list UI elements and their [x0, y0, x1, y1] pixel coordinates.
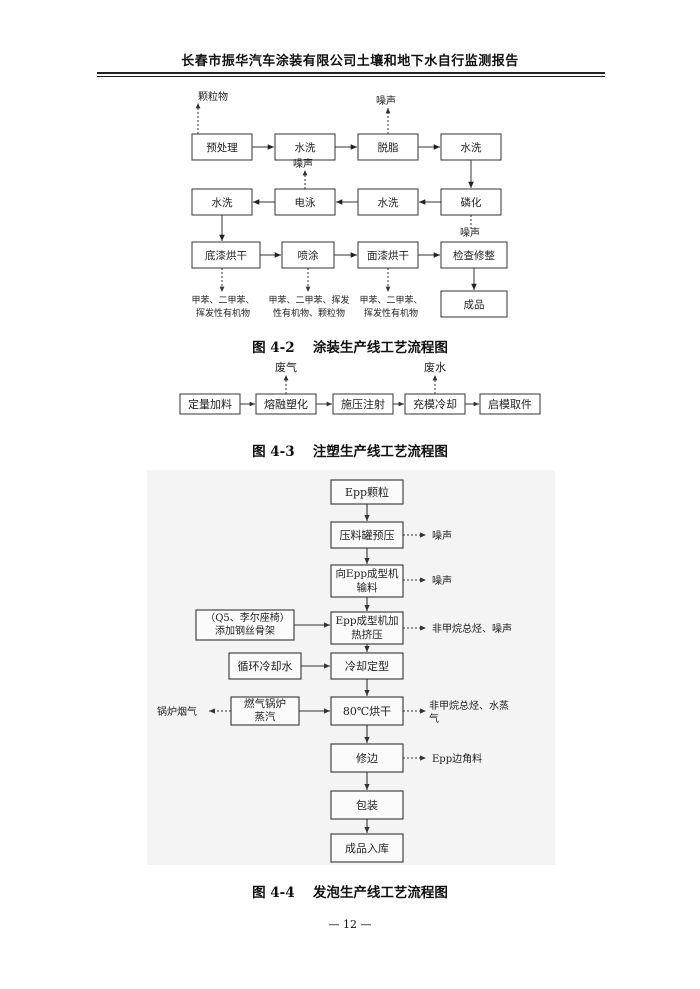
- header-rule-thin: [97, 76, 605, 77]
- figure-4-4-outputs: 噪声 噪声 非甲烷总烃、噪声 Epp边角料 锅炉烟气: [157, 529, 512, 765]
- step-topcoat-dry: 面漆烘干: [367, 249, 409, 262]
- step-feed: 定量加料: [188, 397, 232, 411]
- page-header: 长春市振华汽车涂装有限公司土壤和地下水自行监测报告: [181, 54, 519, 69]
- box-pack: [330, 790, 404, 820]
- step-wash3: 水洗: [378, 197, 399, 209]
- step-degrease: 脱脂: [378, 141, 399, 154]
- step-fill-cool: 充模冷却: [413, 397, 457, 411]
- output-noise-preload: 噪声: [432, 529, 452, 542]
- step-wash4: 水洗: [212, 197, 233, 209]
- figure-4-3-labels: 定量加料 熔融塑化 施压注射 充模冷却 启模取件 废气 废水: [188, 360, 532, 411]
- step-heat-press: Epp成型机加热挤压: [335, 615, 399, 641]
- step-preload: 压料罐预压: [340, 528, 395, 542]
- emission-waste-water: 废水: [424, 360, 446, 374]
- step-pack: 包装: [356, 799, 378, 812]
- step-spray: 喷涂: [298, 249, 319, 262]
- page-number: — 12 —: [328, 918, 372, 931]
- emission-noise-electro: 噪声: [293, 157, 313, 170]
- step-feed-molder-wrap: 向Epp成型机输料: [335, 568, 399, 594]
- input-steel-frame: （Q5、李尔座椅）添加钢丝骨架: [205, 613, 285, 637]
- output-noise-feed: 噪声: [432, 574, 452, 587]
- figure-4-2-labels: 预处理 水洗 脱脂 水洗 磷化 水洗 电泳 水洗 底漆烘干 喷涂 面漆烘干 检查…: [205, 141, 495, 311]
- figure-4-4-arrows: [209, 504, 426, 833]
- step-dry: 80℃烘干: [343, 704, 391, 718]
- step-demold: 启模取件: [488, 398, 532, 411]
- step-feed-molder: 向Epp成型机输料: [335, 568, 399, 594]
- output-nmhc-steam-wrap: 非甲烷总烃、水蒸气: [429, 701, 509, 725]
- output-boiler-flue: 锅炉烟气: [157, 705, 197, 718]
- box-epp-pellets: [330, 479, 404, 505]
- input-steel-frame-wrap: （Q5、李尔座椅）添加钢丝骨架: [205, 613, 285, 637]
- box-steel-frame: [195, 609, 295, 641]
- step-trim: 修边: [356, 751, 378, 765]
- input-boiler-steam-wrap: 燃气锅炉蒸汽: [244, 698, 286, 723]
- figure-4-4-step-labels: Epp颗粒 压料罐预压 冷却定型 80℃烘干 修边 包装 成品入库 循环冷却水: [238, 485, 395, 855]
- header-rule-thick: [97, 72, 605, 74]
- step-wash2: 水洗: [461, 142, 482, 154]
- output-nmhc-steam: 非甲烷总烃、水蒸气: [429, 701, 509, 725]
- box-feed-molder: [330, 564, 404, 598]
- step-plasticize: 熔融塑化: [264, 397, 308, 411]
- emission-primer-dry-wrap: 甲苯、二甲苯、挥发性有机物: [191, 296, 255, 319]
- figure-4-3: [179, 375, 541, 415]
- figure-4-4: [195, 479, 404, 863]
- emission-waste-gas: 废气: [275, 360, 297, 374]
- step-wash1: 水洗: [295, 142, 316, 154]
- step-phosphate: 磷化: [461, 196, 482, 209]
- box-trim: [330, 743, 404, 773]
- step-inject: 施压注射: [341, 397, 385, 411]
- figure-4-2: [191, 103, 508, 318]
- step-pretreat: 预处理: [206, 142, 238, 154]
- step-inspect: 检查修整: [453, 249, 495, 262]
- emission-noise-degrease: 噪声: [376, 94, 396, 107]
- box-dry: [330, 696, 404, 726]
- emission-noise-phosphate: 噪声: [460, 226, 480, 239]
- emission-particles: 颗粒物: [198, 90, 228, 103]
- figure-4-2-caption: 图 4-2 涂装生产线工艺流程图: [252, 340, 448, 356]
- emission-spray-wrap: 甲苯、二甲苯、挥发性有机物、颗粒物: [268, 296, 350, 319]
- emission-primer-dry: 甲苯、二甲苯、挥发性有机物: [191, 296, 255, 319]
- box-storage: [330, 833, 404, 863]
- input-cooling-water: 循环冷却水: [238, 660, 293, 673]
- box-product: [440, 290, 508, 318]
- box-demold: [479, 393, 541, 415]
- figure-4-3-caption: 图 4-3 注塑生产线工艺流程图: [252, 444, 448, 460]
- emission-topcoat-dry: 甲苯、二甲苯、挥发性有机物: [359, 296, 423, 319]
- output-nmhc-noise: 非甲烷总烃、噪声: [432, 622, 512, 635]
- figure-4-2-emissions: 颗粒物 噪声 噪声 噪声: [198, 90, 480, 239]
- step-electro: 电泳: [295, 196, 316, 209]
- step-cool-set: 冷却定型: [345, 659, 389, 673]
- input-boiler-steam: 燃气锅炉蒸汽: [244, 698, 286, 723]
- output-epp-trim: Epp边角料: [432, 752, 482, 765]
- figure-4-4-caption: 图 4-4 发泡生产线工艺流程图: [252, 885, 448, 901]
- step-epp-pellets: Epp颗粒: [345, 485, 389, 499]
- emission-topcoat-dry-wrap: 甲苯、二甲苯、挥发性有机物: [359, 296, 423, 319]
- step-heat-press-wrap: Epp成型机加热挤压: [335, 615, 399, 641]
- step-product: 成品: [464, 299, 485, 311]
- emission-spray: 甲苯、二甲苯、挥发性有机物、颗粒物: [268, 296, 350, 319]
- step-storage: 成品入库: [345, 842, 389, 855]
- step-primer-dry: 底漆烘干: [205, 249, 247, 262]
